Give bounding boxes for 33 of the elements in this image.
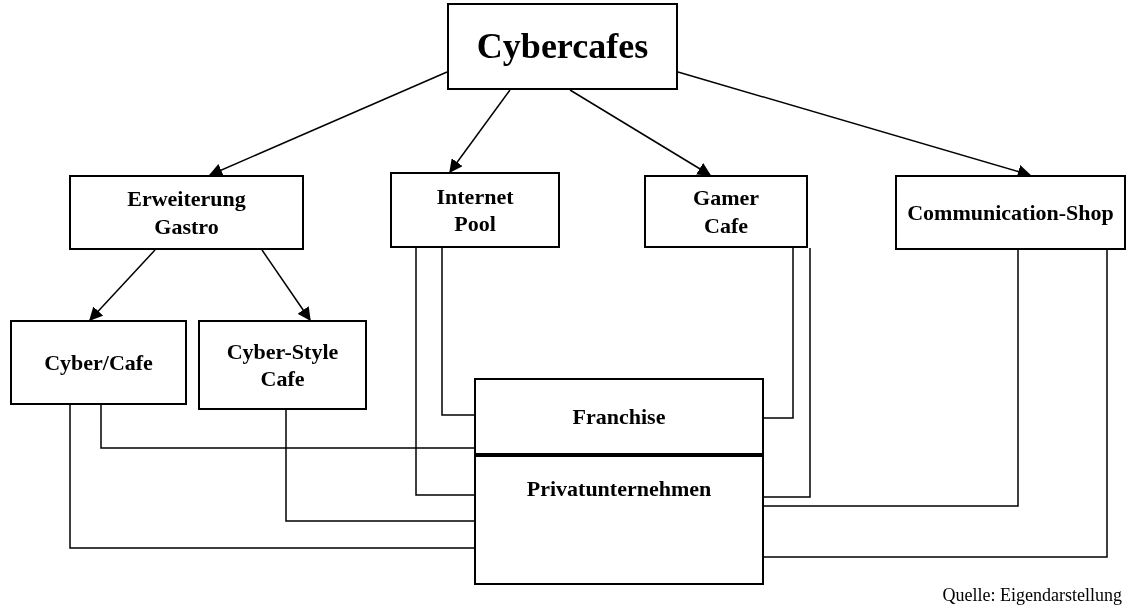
connector-line — [285, 409, 475, 522]
box-label: Gamer Cafe — [692, 184, 760, 239]
box-label: Internet Pool — [435, 182, 515, 238]
box — [474, 455, 764, 585]
connector-line — [763, 247, 794, 419]
arrow — [208, 71, 448, 177]
box-label: Erweiterung Gastro — [126, 185, 247, 240]
caption: Quelle: Eigendarstellung — [942, 586, 1122, 604]
box-label: Cyber/Cafe — [44, 348, 153, 377]
box-label: Communication-Shop — [907, 198, 1114, 227]
box-label: Privatunternehmen — [526, 475, 712, 503]
box — [447, 3, 678, 90]
arrow — [569, 89, 712, 176]
connector-line — [763, 249, 1019, 507]
box — [644, 175, 808, 248]
connector-line — [69, 404, 475, 549]
box — [474, 378, 764, 455]
connector-line — [441, 247, 475, 416]
connector-line — [100, 404, 475, 449]
connector-line — [415, 247, 475, 496]
box — [390, 172, 560, 248]
arrow — [449, 89, 511, 174]
connector-line — [763, 247, 811, 498]
box — [69, 175, 304, 250]
box-label: Franchise — [572, 402, 666, 431]
connector-line — [763, 249, 1108, 558]
box-label: Cybercafes — [476, 25, 649, 68]
box — [895, 175, 1126, 250]
arrow — [89, 249, 156, 321]
arrow — [261, 249, 311, 322]
box — [198, 320, 367, 410]
box-label: Cyber-Style Cafe — [225, 337, 340, 393]
box — [10, 320, 187, 405]
